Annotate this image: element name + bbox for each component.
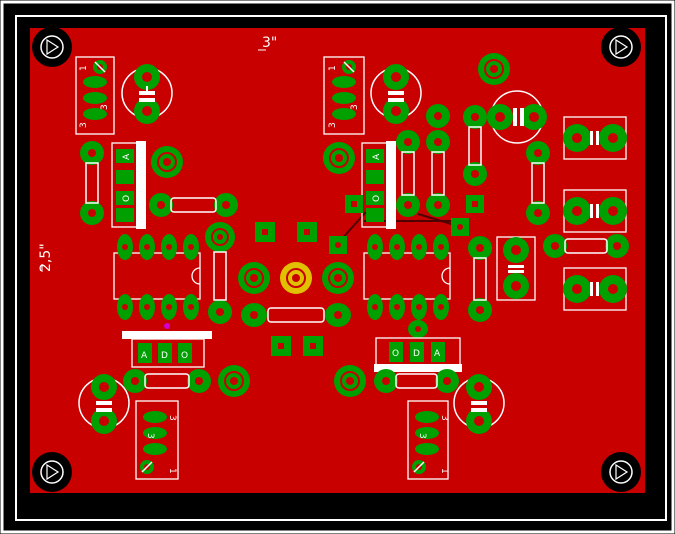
regulator-pin-label: A (434, 349, 441, 359)
ceramic-cap-far-right-2[interactable] (563, 189, 627, 233)
trimmer-pin-label: 3 (439, 415, 449, 421)
square-pad-via[interactable] (329, 236, 347, 254)
resistor-far-right-vertical[interactable] (526, 141, 550, 225)
electrolytic-cap-bottom-left[interactable] (78, 374, 130, 434)
resistor-right-vertical-1[interactable] (396, 130, 420, 217)
trimmer-pin-label: 1 (167, 468, 177, 474)
regulator-pin-label: O (181, 351, 188, 361)
trimmer-pin-label: 3 (350, 104, 360, 110)
ic-left[interactable] (113, 234, 201, 320)
resistor-left-ic-vertical[interactable] (205, 222, 235, 324)
electrolytic-cap-top-middle[interactable] (370, 64, 422, 124)
trimmer-pin-label: 3 (79, 122, 89, 128)
pad-large-bottom-middle[interactable] (334, 365, 366, 397)
resistor-left-horizontal[interactable] (149, 193, 238, 217)
ic-right[interactable] (363, 234, 451, 320)
trimmer-pin-label: 1 (439, 468, 449, 474)
regulator-pin-label: A (372, 153, 382, 160)
mounting-hole-top-left[interactable] (32, 27, 72, 67)
pad-large-top-right[interactable] (478, 53, 510, 85)
square-pad-center-4[interactable] (303, 336, 323, 356)
regulator-bottom-left[interactable]: A D O (122, 323, 212, 368)
trimmer-bottom-right[interactable]: 3 3 1 (407, 400, 449, 480)
trimmer-pin-label: 3 (167, 415, 177, 421)
square-pad-center-3[interactable] (271, 336, 291, 356)
trimmer-pin-label: 1 (328, 65, 338, 71)
regulator-pin-label: O (122, 195, 132, 202)
trimmer-pin-label: 3 (328, 122, 338, 128)
connector-center-row[interactable] (238, 262, 354, 294)
resistor-right-vertical-2[interactable] (426, 104, 450, 217)
ceramic-cap-right-vertical[interactable] (496, 236, 536, 301)
square-pad-right-regulator[interactable] (345, 195, 363, 213)
regulator-pin-label: D (161, 351, 168, 361)
regulator-pin-label: A (122, 153, 132, 160)
electrolytic-cap-bottom-right[interactable] (453, 374, 505, 434)
trimmer-top-left[interactable]: 1 3 3 (75, 56, 115, 135)
resistor-right-vertical-3[interactable] (463, 105, 487, 186)
regulator-right[interactable]: A O (361, 141, 396, 229)
trimmer-top-middle[interactable]: 1 3 3 (323, 56, 365, 135)
square-pad-center-2[interactable] (297, 222, 317, 242)
regulator-bottom-right[interactable]: O D A (374, 320, 462, 372)
mounting-hole-top-right[interactable] (601, 27, 641, 67)
regulator-pin-label: A (141, 351, 148, 361)
regulator-pin-label: O (372, 195, 382, 202)
regulator-left[interactable]: A O (111, 141, 146, 229)
trimmer-pin-label: 3 (100, 104, 110, 110)
board-frame-inner (15, 15, 667, 521)
resistor-center-horizontal[interactable] (241, 303, 351, 327)
trimmer-pin-label: 1 (79, 65, 89, 71)
square-pad-right-1[interactable] (451, 218, 469, 236)
dimension-height-label: 2,5" (38, 243, 54, 272)
resistor-right-ic-vertical[interactable] (468, 236, 492, 322)
resistor-far-right-horizontal[interactable] (543, 234, 629, 258)
mounting-hole-bottom-left[interactable] (32, 452, 72, 492)
copper-pour (30, 28, 645, 493)
dimension-width-label: 3" (262, 35, 277, 51)
regulator-pin-label: D (413, 349, 420, 359)
pad-large-top-middle[interactable] (323, 142, 355, 174)
pad-large-left-top[interactable] (151, 146, 183, 178)
electrolytic-cap-top-right[interactable] (487, 90, 547, 144)
resistor-bottom-left-horizontal[interactable] (123, 369, 211, 393)
mounting-hole-bottom-right[interactable] (601, 452, 641, 492)
resistor-bottom-right-horizontal[interactable] (374, 369, 459, 393)
trimmer-pin-label: 3 (145, 433, 155, 439)
pad-large-bottom-left[interactable] (218, 365, 250, 397)
trimmer-bottom-left[interactable]: 3 3 1 (135, 400, 179, 480)
resistor-left-vertical[interactable] (80, 141, 104, 225)
regulator-pin-label: O (392, 349, 399, 359)
electrolytic-cap-top-left[interactable] (121, 64, 173, 124)
ceramic-cap-far-right-3[interactable] (563, 267, 627, 311)
trimmer-pin-label: 3 (417, 433, 427, 439)
square-pad-center-1[interactable] (255, 222, 275, 242)
square-pad-right-2[interactable] (466, 195, 484, 213)
ceramic-cap-far-right-1[interactable] (563, 116, 627, 160)
